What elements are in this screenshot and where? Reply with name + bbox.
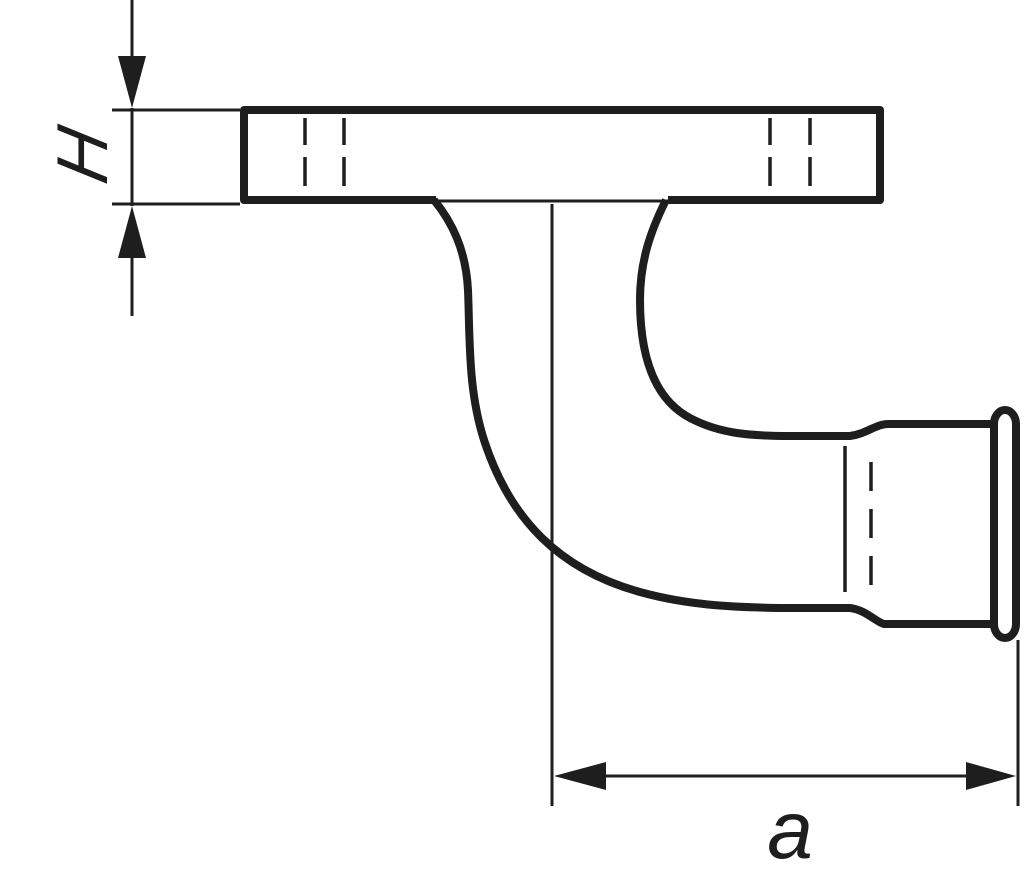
elbow-outer-wall	[430, 197, 996, 628]
bolt-hole-right	[768, 118, 812, 186]
flange	[240, 106, 884, 204]
dimension-h: H	[43, 0, 240, 316]
elbow-body	[430, 197, 1020, 642]
socket-rim-bead	[990, 406, 1020, 642]
h-arrow-up-icon	[118, 206, 146, 258]
a-arrow-right-icon	[966, 762, 1016, 790]
h-arrow-down-icon	[118, 56, 146, 108]
bolt-hole-left	[303, 118, 346, 186]
flange-outline	[240, 106, 884, 204]
a-label: a	[767, 785, 813, 876]
h-label: H	[43, 120, 123, 189]
a-arrow-left-icon	[554, 762, 606, 790]
elbow-inner-wall	[636, 198, 996, 440]
dimension-a: a	[550, 204, 1020, 876]
